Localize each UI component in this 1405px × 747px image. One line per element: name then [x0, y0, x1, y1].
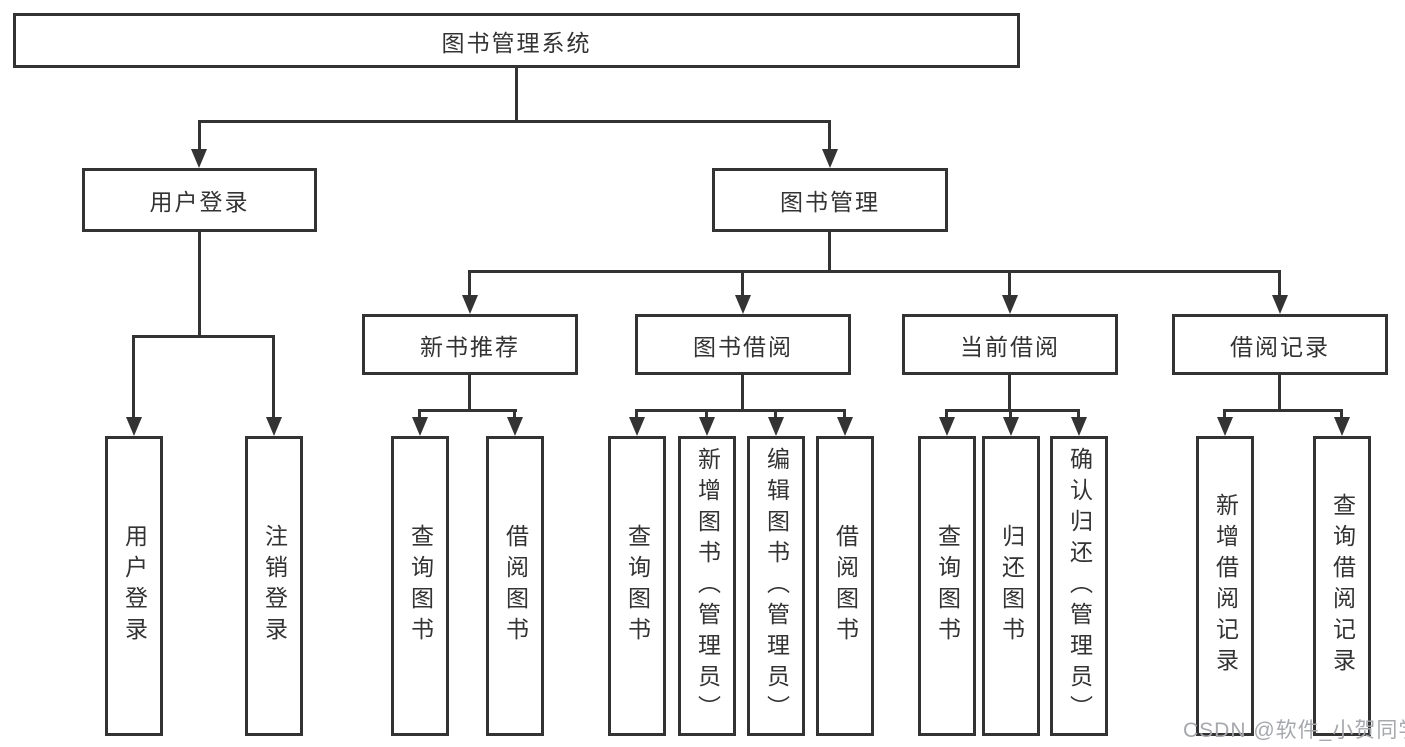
node-book-management-label: 图书管理 — [780, 189, 880, 215]
leaf-records-add-record: 新增借阅记录 — [1196, 436, 1254, 736]
csdn-watermark: CSDN @软件_小贺同学 — [1183, 719, 1405, 742]
connector-line — [468, 270, 1281, 273]
arrow-down-icon — [837, 417, 853, 436]
leaf-records-query-record: 查询借阅记录 — [1313, 436, 1371, 736]
arrow-down-icon — [1071, 417, 1087, 436]
leaf-borrow-borrow-books-label: 借阅图书 — [832, 524, 859, 648]
leaf-newbook-query-books-label: 查询图书 — [407, 524, 434, 648]
leaf-borrow-add-books-admin-label: 新增图书（管理员） — [694, 446, 721, 726]
connector-line — [515, 68, 518, 121]
node-book-borrow: 图书借阅 — [635, 314, 851, 375]
arrow-down-icon — [699, 417, 715, 436]
connector-line — [828, 120, 831, 150]
leaf-current-query-books-label: 查询图书 — [934, 524, 961, 648]
connector-line — [774, 409, 777, 418]
connector-line — [418, 409, 517, 412]
connector-line — [635, 409, 846, 412]
connector-line — [635, 409, 638, 418]
node-root: 图书管理系统 — [13, 13, 1020, 68]
arrow-down-icon — [1003, 417, 1019, 436]
leaf-current-query-books: 查询图书 — [918, 436, 976, 736]
node-book-management: 图书管理 — [712, 168, 948, 232]
node-user-login: 用户登录 — [82, 168, 317, 232]
arrow-down-icon — [1002, 295, 1018, 314]
connector-line — [198, 120, 831, 123]
leaf-newbook-query-books: 查询图书 — [391, 436, 449, 736]
connector-line — [1223, 409, 1226, 418]
connector-line — [132, 335, 135, 418]
connector-line — [132, 335, 275, 338]
leaf-newbook-borrow-books-label: 借阅图书 — [502, 524, 529, 648]
leaf-current-confirm-return-admin-label: 确认归还（管理员） — [1066, 446, 1093, 726]
arrow-down-icon — [266, 417, 282, 436]
node-borrow-records-label: 借阅记录 — [1230, 333, 1330, 360]
arrow-down-icon — [462, 295, 478, 314]
arrow-down-icon — [507, 417, 523, 436]
connector-line — [1009, 409, 1012, 418]
node-book-borrow-label: 图书借阅 — [693, 333, 793, 360]
arrow-down-icon — [822, 149, 838, 168]
connector-line — [828, 232, 831, 271]
leaf-current-return-books: 归还图书 — [982, 436, 1040, 736]
connector-line — [198, 232, 201, 336]
connector-line — [741, 270, 744, 296]
connector-line — [1008, 375, 1011, 410]
connector-line — [1223, 409, 1343, 412]
leaf-borrow-query-books: 查询图书 — [608, 436, 666, 736]
arrow-down-icon — [1272, 295, 1288, 314]
connector-line — [843, 409, 846, 418]
connector-line — [198, 120, 201, 150]
arrow-down-icon — [1334, 417, 1350, 436]
node-new-book-recommend-label: 新书推荐 — [420, 333, 520, 360]
leaf-borrow-edit-books-admin-label: 编辑图书（管理员） — [763, 446, 790, 726]
node-current-borrow: 当前借阅 — [902, 314, 1118, 375]
arrow-down-icon — [1217, 417, 1233, 436]
leaf-records-add-record-label: 新增借阅记录 — [1212, 493, 1239, 679]
leaf-logout: 注销登录 — [245, 436, 303, 736]
leaf-records-query-record-label: 查询借阅记录 — [1329, 493, 1356, 679]
connector-line — [272, 335, 275, 418]
arrow-down-icon — [735, 295, 751, 314]
leaf-user-login: 用户登录 — [105, 436, 163, 736]
connector-line — [1278, 270, 1281, 296]
connector-line — [513, 409, 516, 418]
connector-line — [468, 270, 471, 296]
connector-line — [468, 375, 471, 410]
arrow-down-icon — [629, 417, 645, 436]
leaf-borrow-add-books-admin: 新增图书（管理员） — [678, 436, 736, 736]
connector-line — [1278, 375, 1281, 410]
node-current-borrow-label: 当前借阅 — [960, 333, 1060, 360]
leaf-current-return-books-label: 归还图书 — [998, 524, 1025, 648]
connector-line — [741, 375, 744, 410]
leaf-borrow-edit-books-admin: 编辑图书（管理员） — [747, 436, 805, 736]
arrow-down-icon — [939, 417, 955, 436]
node-root-label: 图书管理系统 — [441, 29, 592, 56]
node-user-login-label: 用户登录 — [149, 189, 250, 215]
connector-line — [945, 409, 1080, 412]
arrow-down-icon — [126, 417, 142, 436]
connector-line — [1008, 270, 1011, 296]
node-new-book-recommend: 新书推荐 — [362, 314, 578, 375]
connector-line — [705, 409, 708, 418]
arrow-down-icon — [768, 417, 784, 436]
connector-line — [1077, 409, 1080, 418]
leaf-logout-label: 注销登录 — [261, 524, 288, 648]
leaf-borrow-borrow-books: 借阅图书 — [816, 436, 874, 736]
connector-line — [418, 409, 421, 418]
leaf-borrow-query-books-label: 查询图书 — [624, 524, 651, 648]
leaf-current-confirm-return-admin: 确认归还（管理员） — [1050, 436, 1108, 736]
arrow-down-icon — [191, 149, 207, 168]
arrow-down-icon — [412, 417, 428, 436]
leaf-newbook-borrow-books: 借阅图书 — [486, 436, 544, 736]
connector-line — [945, 409, 948, 418]
connector-line — [1340, 409, 1343, 418]
node-borrow-records: 借阅记录 — [1172, 314, 1388, 375]
leaf-user-login-label: 用户登录 — [121, 524, 148, 648]
